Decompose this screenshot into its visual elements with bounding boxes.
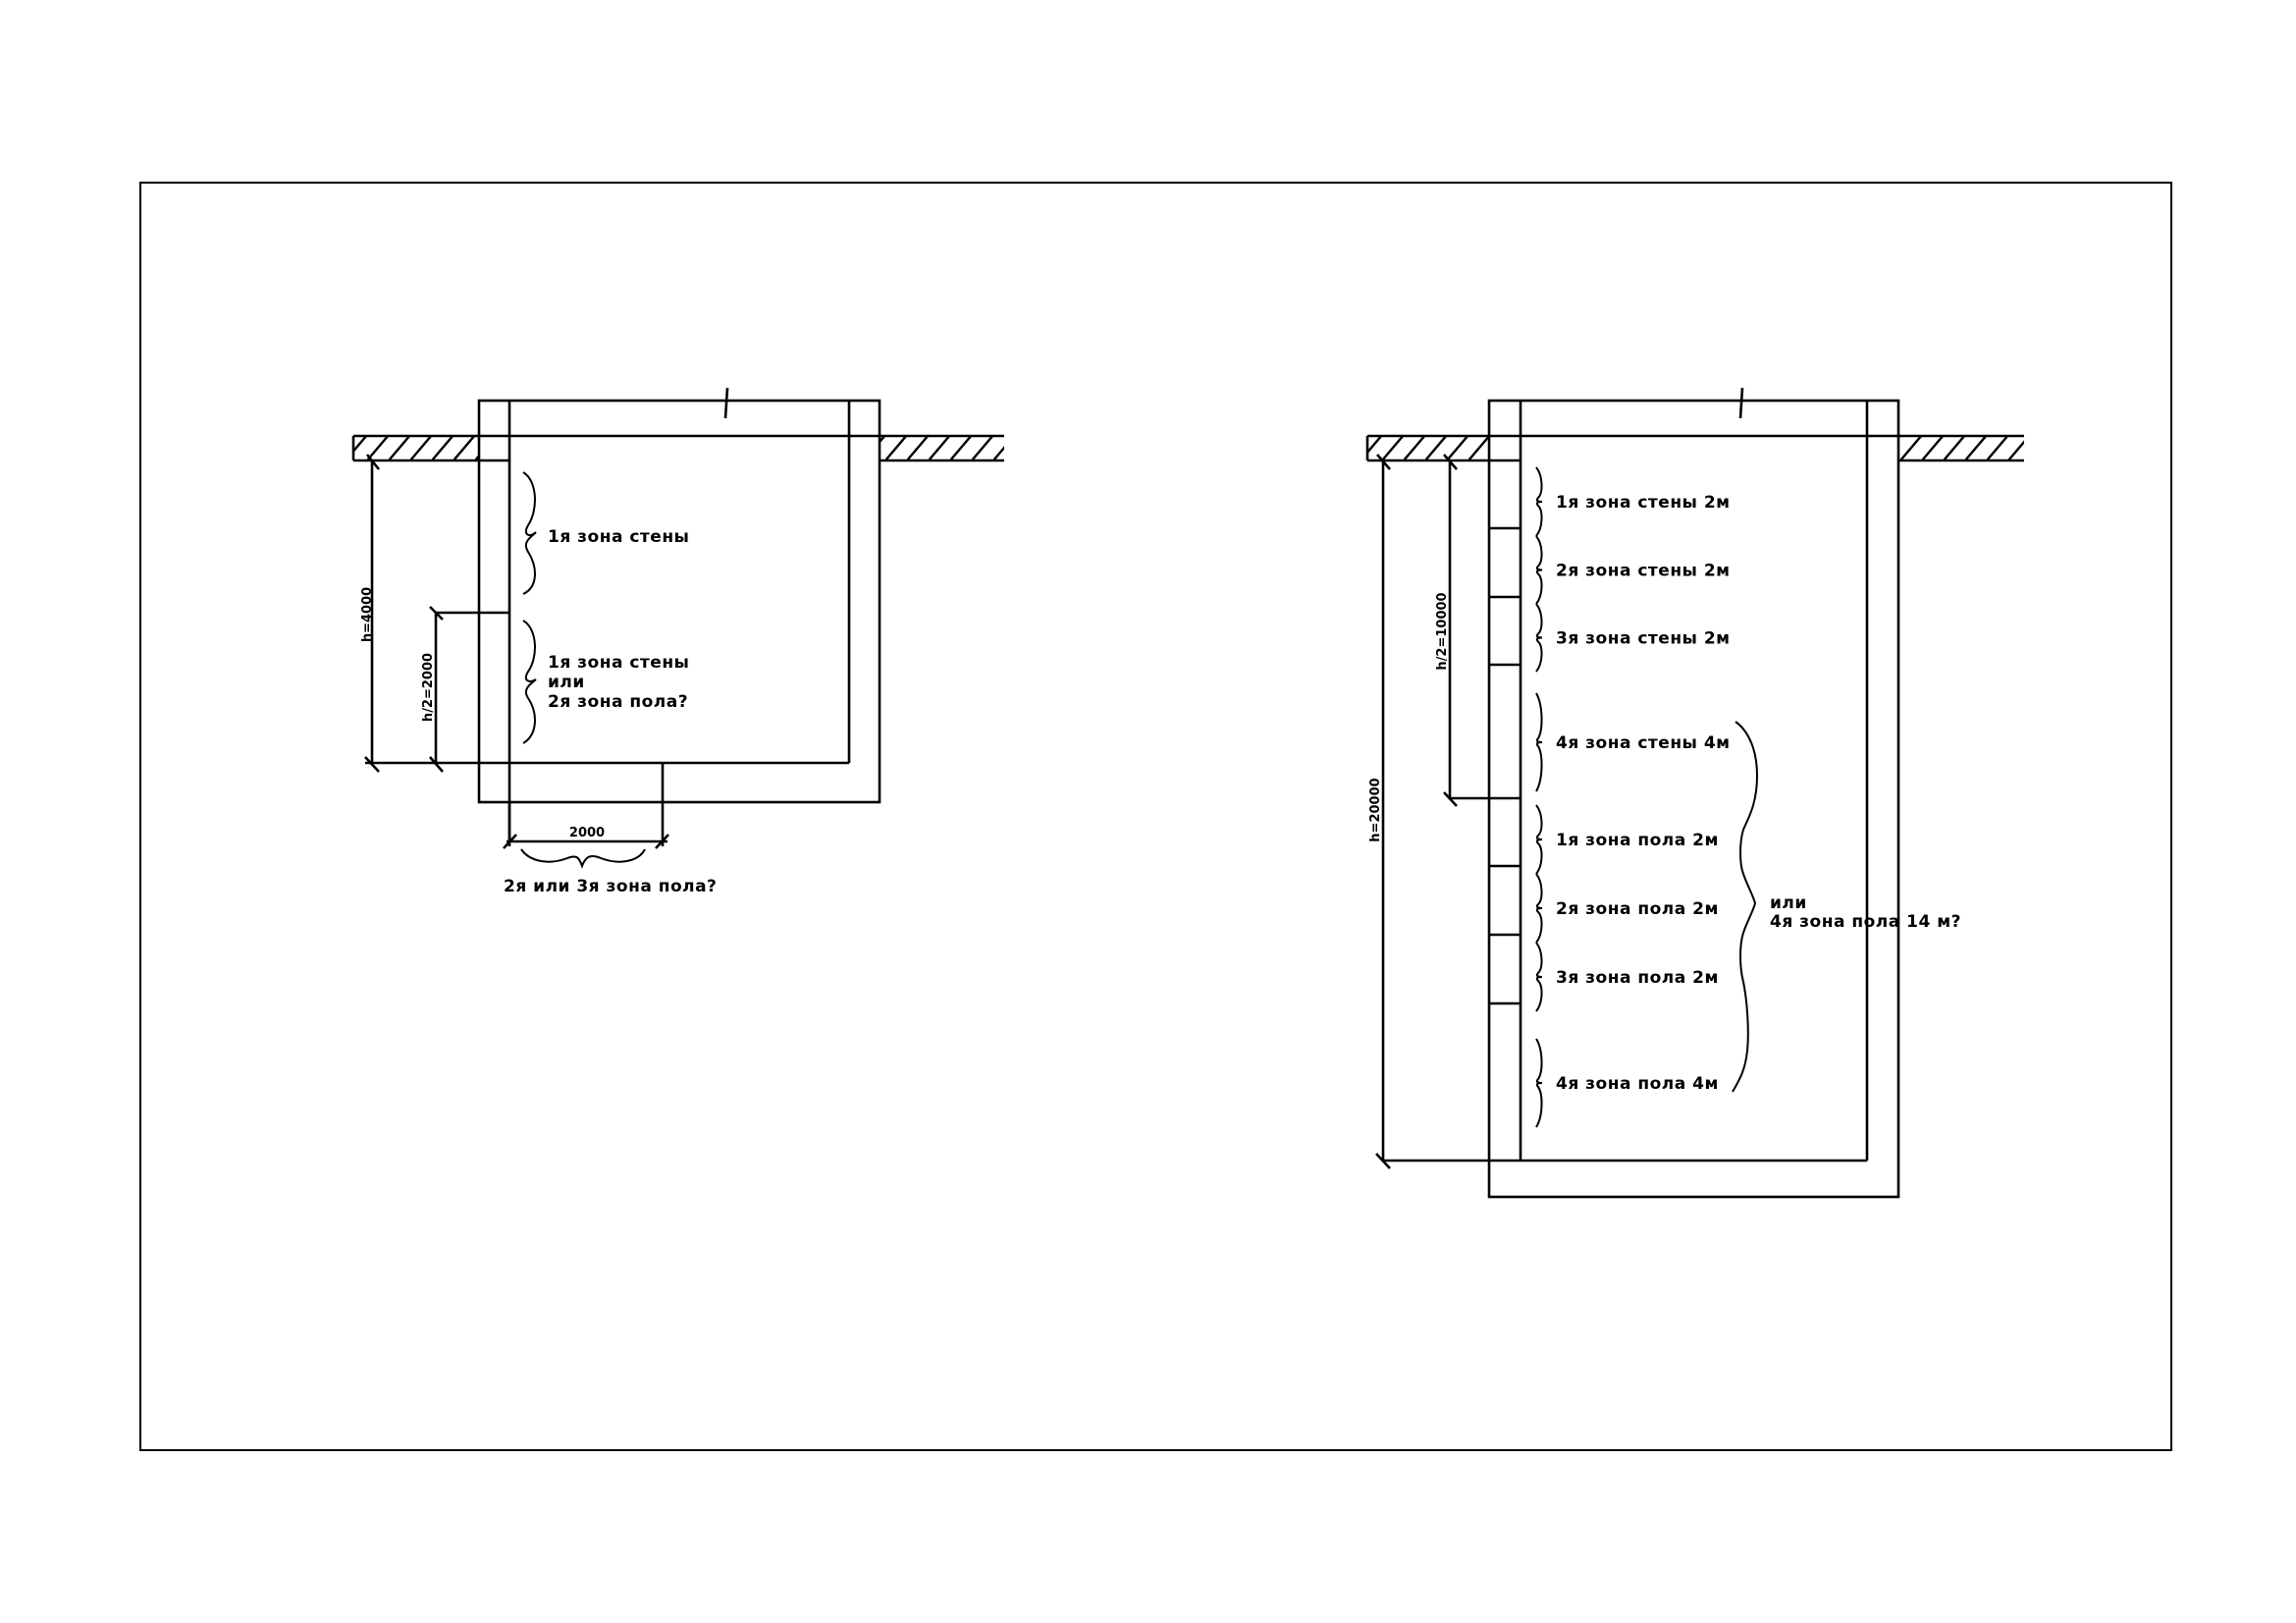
dimension-height: h=20000 <box>1368 454 1391 1169</box>
dimension-height: h=4000 <box>360 454 436 773</box>
alternative-label: 4я зона пола 14 м? <box>1770 912 1961 932</box>
dimension-height-label: h=20000 <box>1368 778 1383 841</box>
outer-wall <box>477 399 881 804</box>
brace-icon <box>522 620 537 744</box>
dimension-half-height: h/2=2000 <box>421 606 444 773</box>
brace-icon <box>1535 535 1543 605</box>
zone-label: 4я зона стены 4м <box>1556 733 1731 753</box>
floor-question-label: 2я или 3я зона пола? <box>504 877 717 896</box>
break-mark <box>723 387 729 419</box>
ground-left <box>1365 434 1521 462</box>
zone-label: 3я зона пола 2м <box>1556 968 1719 988</box>
ground-right <box>1898 434 2024 462</box>
alternative-label: или <box>1770 893 1807 913</box>
brace-icon <box>1535 1038 1543 1128</box>
inner-wall <box>436 401 880 839</box>
left-section: h=4000 h/2=2000 2000 1я зона стены 1я зо… <box>351 387 1004 896</box>
brace-icon <box>1535 942 1543 1012</box>
drawing-frame <box>139 182 2172 1451</box>
right-section: h=20000 h/2=10000 1я зона стены 2м 2я зон… <box>1365 387 2024 1199</box>
brace-icon <box>1535 692 1543 792</box>
brace-icon <box>520 848 646 869</box>
brace-icon <box>1535 873 1543 944</box>
dimension-half-height: h/2=10000 <box>1435 454 1458 807</box>
dimension-height-label: h=4000 <box>360 587 375 642</box>
zone-label: 1я зона стены 2м <box>1556 493 1731 513</box>
zone-label: 2я зона стены 2м <box>1556 562 1731 581</box>
brace-icon <box>1535 804 1543 875</box>
brace-icon <box>522 471 537 595</box>
dimension-floor-strip-label: 2000 <box>569 826 605 840</box>
dimension-half-height-label: h/2=10000 <box>1435 592 1450 670</box>
ground-left <box>351 434 509 462</box>
zone-label: 4я зона пола 4м <box>1556 1074 1719 1094</box>
zone-dividers <box>1450 526 1521 1005</box>
brace-icon <box>1535 466 1543 537</box>
zone-label: или <box>548 673 585 692</box>
brace-icon <box>1732 721 1759 1093</box>
zone-label: 1я зона стены <box>548 653 689 673</box>
inner-wall <box>1383 401 1898 1163</box>
zone-label: 3я зона стены 2м <box>1556 629 1731 649</box>
dimension-floor-strip: 2000 <box>503 763 669 849</box>
ground-right <box>880 434 1004 462</box>
zone-label: 2я зона пола? <box>548 692 688 712</box>
dimension-half-height-label: h/2=2000 <box>421 653 436 722</box>
brace-icon <box>1535 603 1543 673</box>
zone-label: 1я зона стены <box>548 527 689 547</box>
zone-label: 2я зона пола 2м <box>1556 899 1719 919</box>
break-mark <box>1738 387 1744 419</box>
zone-label: 1я зона пола 2м <box>1556 831 1719 850</box>
